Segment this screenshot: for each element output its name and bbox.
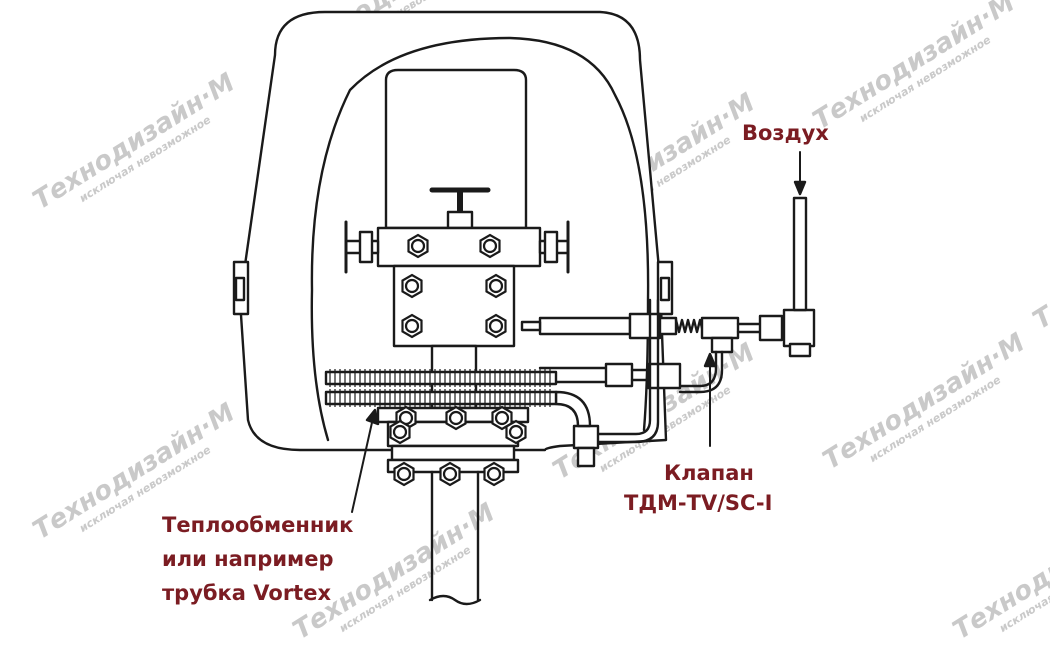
flange-bolts — [389, 233, 527, 487]
hx-arrow — [351, 408, 380, 513]
heat-exchanger-tube-upper — [324, 370, 558, 386]
heat-exchanger-tube-lower — [324, 390, 558, 406]
exhaust-tube — [594, 298, 652, 436]
bolt-icon — [483, 461, 505, 487]
bolt-icon — [401, 273, 423, 299]
bolt-icon — [491, 405, 513, 431]
watermark-brand: Технодизайн·М — [808, 0, 1021, 136]
watermark-brand: Технодизайн·М — [1028, 188, 1050, 336]
air-supply-fitting — [782, 196, 816, 358]
exhaust-fitting — [572, 424, 600, 468]
bolt-icon — [401, 313, 423, 339]
exhaust-tube-inner — [594, 298, 660, 444]
lower-tube — [538, 362, 682, 390]
left-valve-stem — [344, 220, 380, 274]
bolt-icon — [485, 313, 507, 339]
valve-return-tube — [678, 350, 724, 394]
bolt-icon — [445, 405, 467, 431]
air-label: Воздух — [742, 121, 829, 145]
bolt-icon — [439, 461, 461, 487]
watermark-brand: Технодизайн·М — [28, 68, 241, 216]
transmitter-housing — [384, 68, 528, 230]
heat-exchanger-fins — [329, 369, 551, 407]
top-valve-handle — [429, 187, 491, 230]
valve-label-line2: ТДМ-TV/SC-I — [624, 491, 773, 515]
right-valve-stem — [538, 220, 570, 274]
hx-label-line2: или например — [162, 547, 334, 571]
cutaway-boundary — [310, 36, 650, 442]
valve-manifold — [376, 226, 542, 268]
sensor-probe — [520, 312, 678, 340]
right-latch — [656, 260, 674, 316]
watermark-brand: Технодизайн·М — [818, 328, 1031, 476]
valve-label-line1: Клапан — [664, 461, 754, 485]
valve-arrow — [703, 352, 717, 447]
heat-exchanger-elbow — [554, 390, 592, 428]
air-arrow — [793, 151, 807, 196]
bolt-icon — [389, 419, 411, 445]
hx-label-line1: Теплообменник — [162, 513, 354, 537]
valve-spring — [674, 318, 705, 334]
bolt-icon — [407, 233, 429, 259]
bolt-icon — [505, 419, 527, 445]
bolt-icon — [485, 273, 507, 299]
valve-return-tube-inner — [678, 350, 718, 388]
hx-label-line3: трубка Vortex — [162, 581, 332, 605]
process-pipe — [428, 470, 482, 606]
valve-tee — [700, 314, 784, 354]
bolt-icon — [479, 233, 501, 259]
left-latch — [232, 260, 250, 316]
bolt-icon — [393, 461, 415, 487]
